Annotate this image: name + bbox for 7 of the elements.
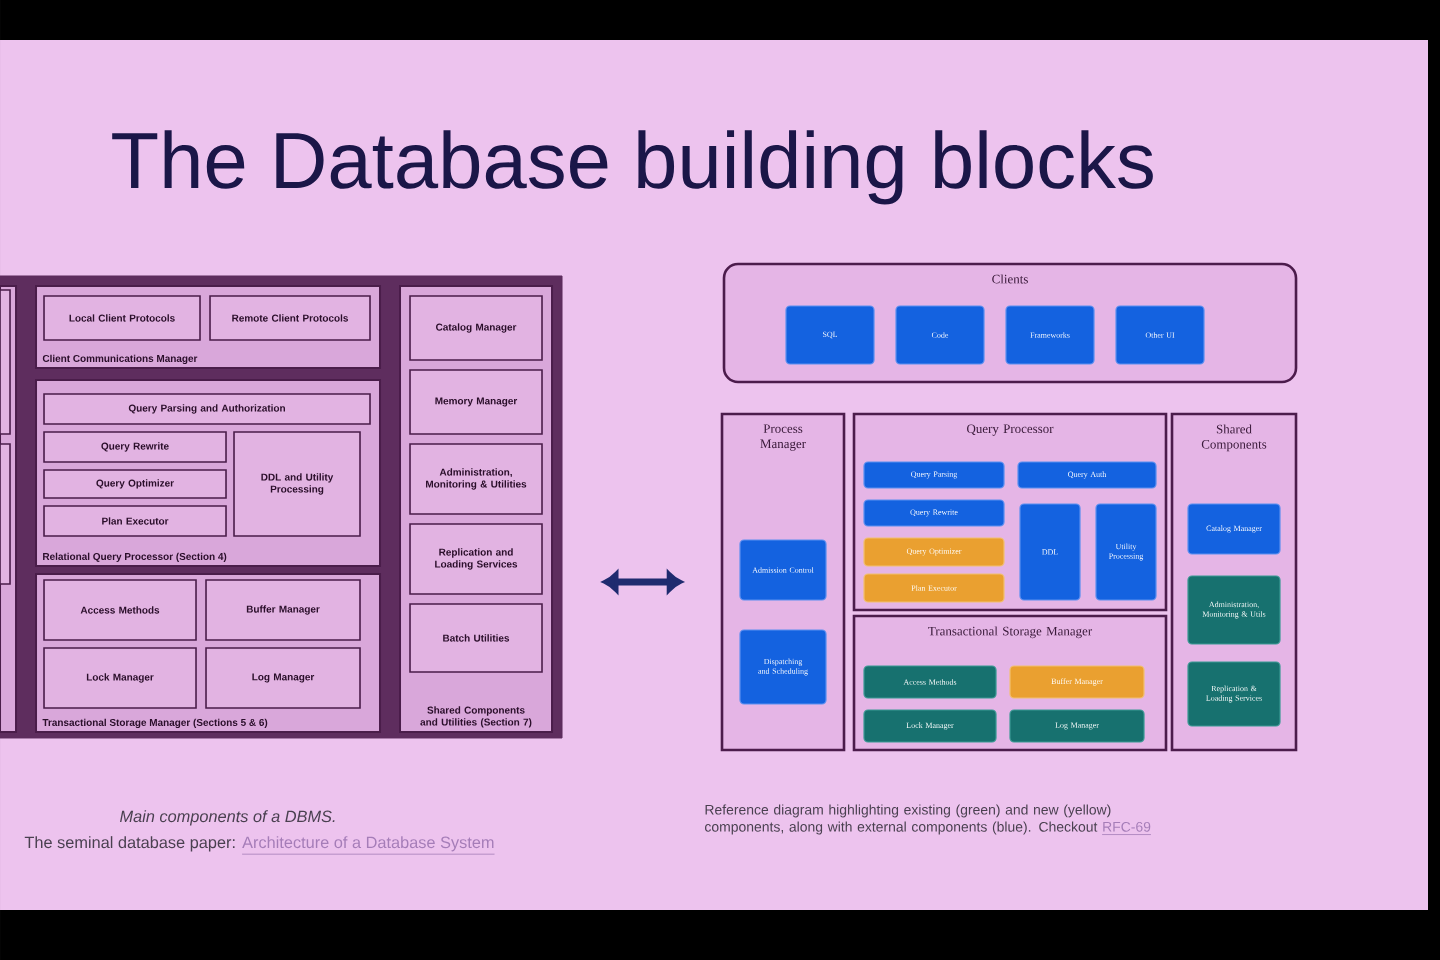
link: Architecture of a Database System [241,836,495,855]
component-box [0,289,11,435]
title: The Database building blocks [112,130,1153,205]
caption: Main components of a DBMS. [120,810,335,826]
caption: The seminal database paper: Architecture of a Database System [24,836,495,855]
arrow [602,571,683,593]
component-box [0,443,11,585]
